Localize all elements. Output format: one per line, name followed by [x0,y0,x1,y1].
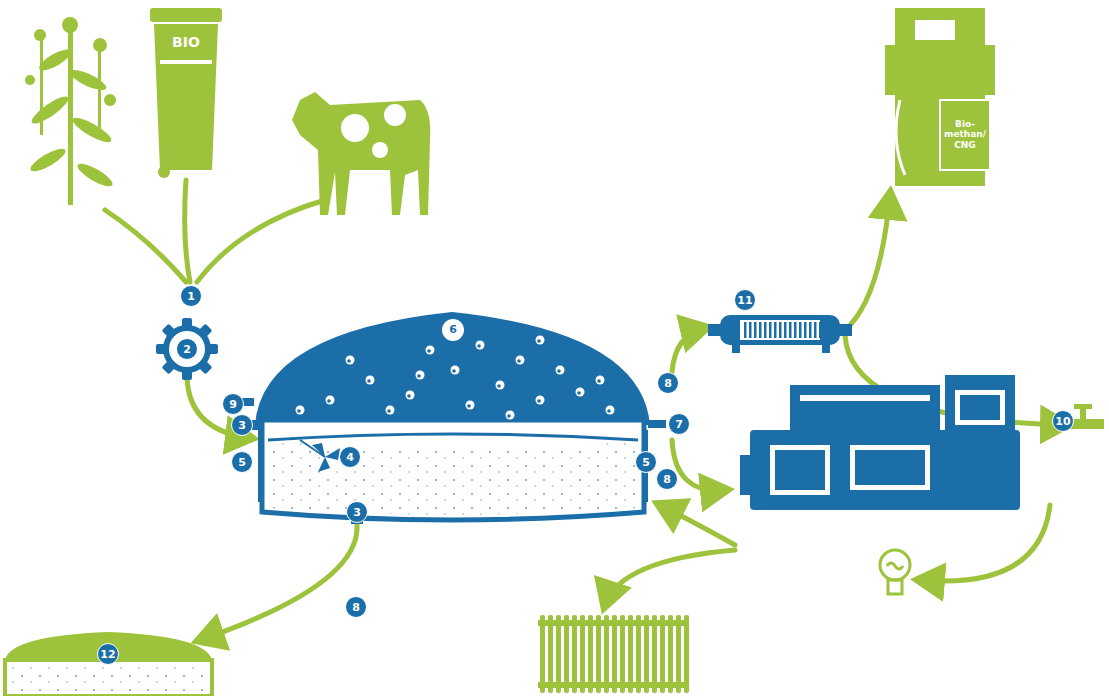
energy-crop-icon [25,17,116,205]
callout-number: 4 [339,446,361,468]
organic-waste-bin [150,8,222,178]
shredder-gear [156,318,218,380]
callout-number: 2 [176,338,198,360]
gas-bubbles [296,336,615,420]
callout-number: 10 [1052,410,1074,432]
digester-tank [240,312,666,524]
digestate-storage [5,632,212,696]
callout-number: 6 [442,319,464,341]
callout-number: 3 [231,414,253,436]
callout-number: 8 [657,372,679,394]
chp-engine [740,375,1020,510]
light-bulb [880,550,910,594]
callout-number: 9 [222,393,244,415]
cow-icon [292,92,430,215]
callout-number: 1 [180,285,202,307]
callout-number: 12 [97,643,119,665]
callout-number: 11 [734,289,756,311]
feed-arrows [105,180,1065,640]
gas-upgrading-unit [708,315,852,353]
printed-text: BIO [156,34,216,50]
radiator [538,615,689,693]
callout-number: 5 [635,451,657,473]
callout-number: 7 [668,413,690,435]
callout-number: 8 [656,468,678,490]
callout-number: 5 [231,451,253,473]
fuel-pump [885,8,995,186]
callout-number: 3 [346,501,368,523]
printed-text: Bio-methan/CNG [942,119,988,150]
callout-number: 8 [345,596,367,618]
